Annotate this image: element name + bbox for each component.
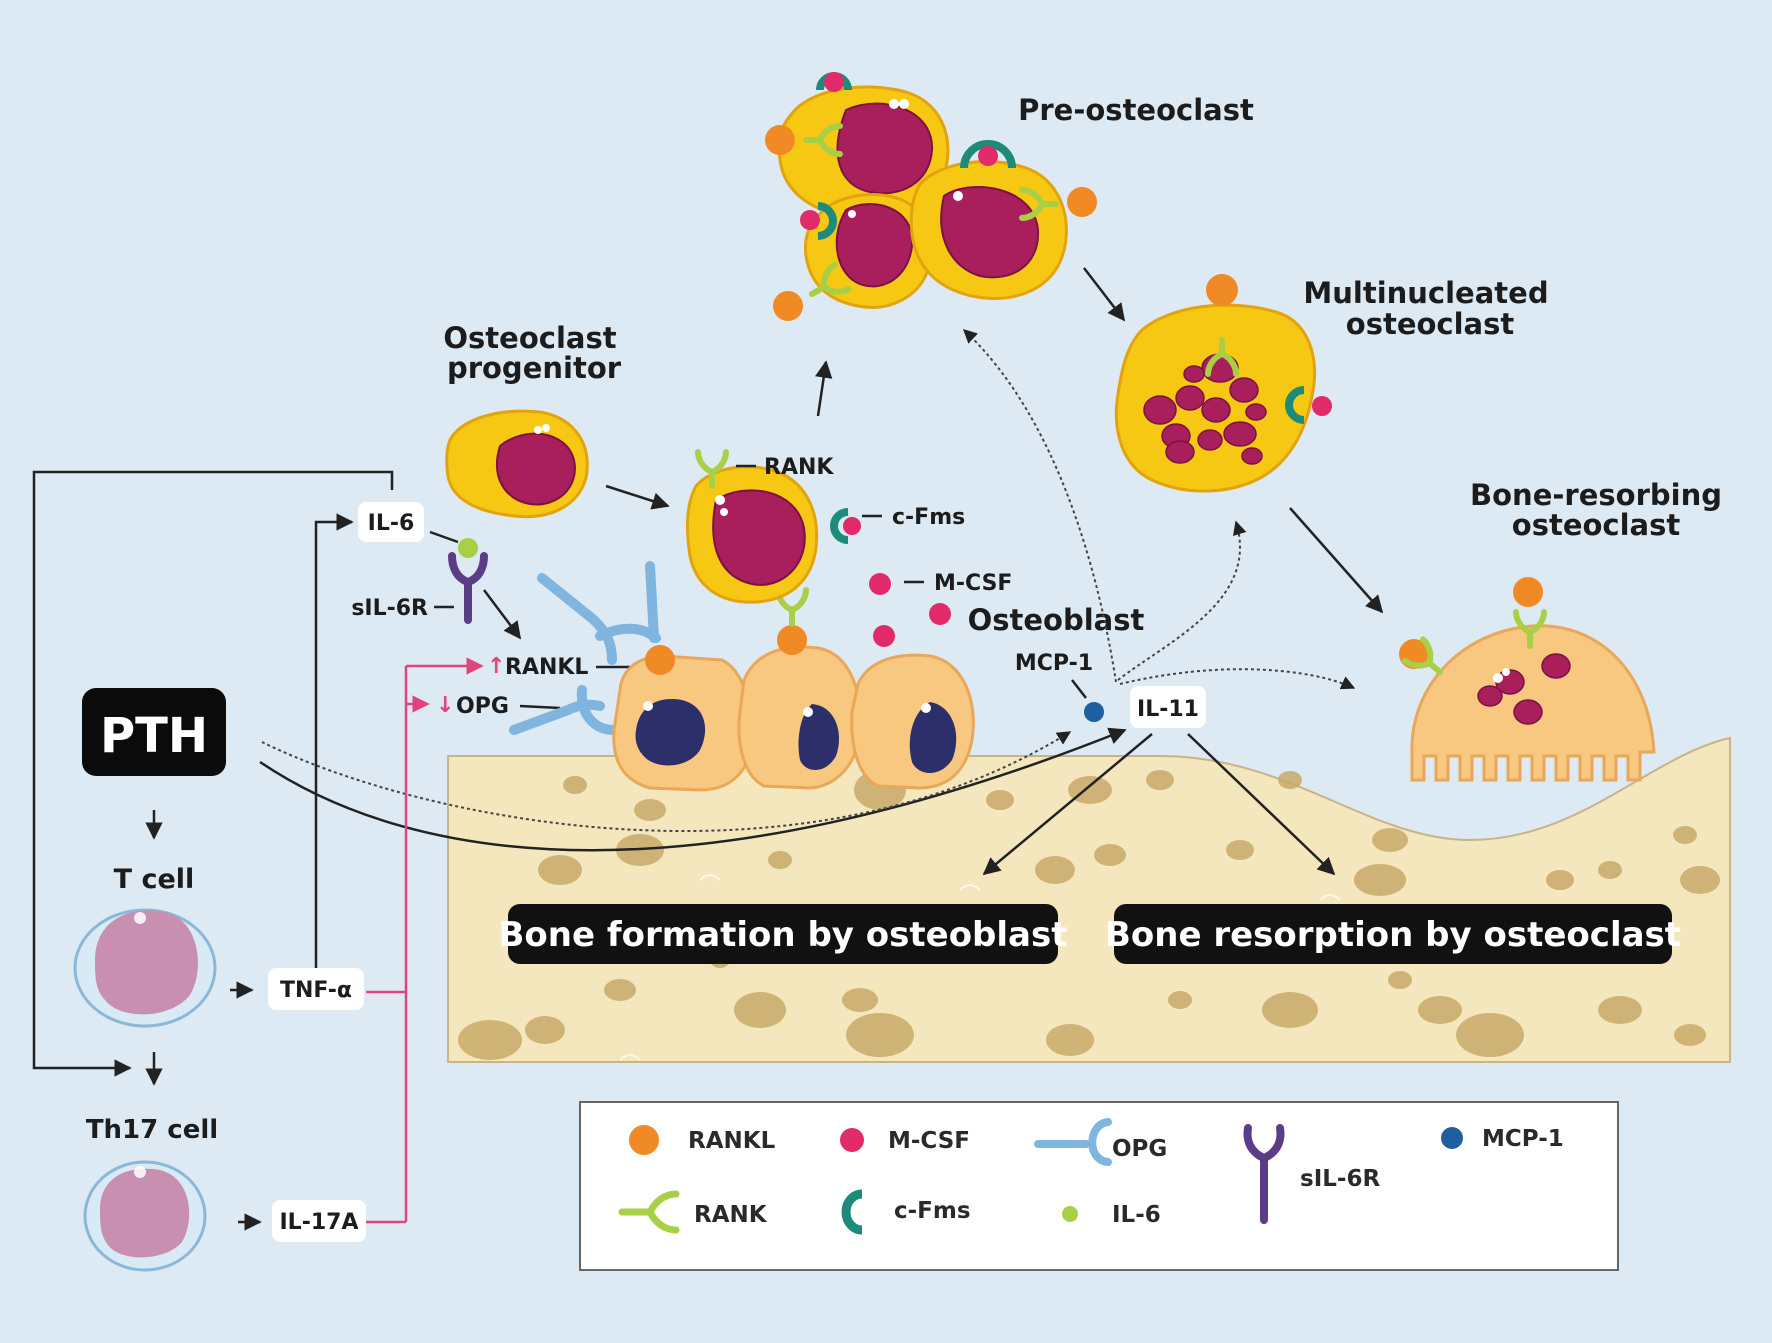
legend-mcsf-icon (840, 1128, 864, 1152)
il6-text: IL-6 (368, 511, 415, 536)
legend-rank-text: RANK (694, 1202, 768, 1228)
pre-to-multi-arrow (1083, 267, 1126, 322)
rankl-dot-osteoblast-1 (645, 645, 675, 675)
sil6r-receptor (448, 538, 488, 624)
opg-receptors (509, 561, 661, 735)
rank-label: RANK (764, 455, 834, 480)
legend-il6-text: IL-6 (1112, 1202, 1161, 1228)
mcsf-dot-3 (873, 625, 895, 647)
t-cell (73, 908, 217, 1028)
legend-sil6r-icon (1243, 1124, 1285, 1224)
dotted-recruitment-arrows (962, 329, 1356, 690)
pth-text: PTH (100, 708, 208, 764)
mcsf-dot-2 (929, 603, 951, 625)
bone-resorption-text: Bone resorption by osteoclast (1105, 915, 1681, 955)
legend-mcp1-text: MCP-1 (1482, 1126, 1564, 1152)
mcp1-dot (1084, 702, 1104, 722)
il11-box: IL-11 (1130, 686, 1206, 728)
multi-to-resorbing-arrow (1289, 507, 1384, 614)
legend-rankl-text: RANKL (688, 1128, 776, 1154)
th17-cell-label: Th17 cell (86, 1115, 218, 1145)
pink-signal-lines (366, 657, 484, 1224)
multinucleated-osteoclast (1114, 274, 1332, 493)
legend-cfms-icon (841, 1189, 863, 1235)
opg-tick (519, 704, 561, 710)
opg-label: OPG (456, 694, 509, 719)
committed-to-pre-arrow (815, 360, 833, 417)
progenitor-label-1: Osteoclast (443, 321, 616, 355)
mcsf-label: M-CSF (934, 571, 1012, 596)
bone-formation-text: Bone formation by osteoblast (498, 915, 1067, 955)
progenitor-to-committed-arrow (605, 484, 670, 510)
rankl-label: RANKL (505, 655, 588, 680)
il17a-box: IL-17A (272, 1200, 366, 1242)
pth-box: PTH (82, 688, 226, 776)
legend-il6-icon (1062, 1206, 1078, 1222)
th17-cell (83, 1160, 207, 1272)
mcp1-label: MCP-1 (1015, 651, 1093, 676)
opg-down-arrow: ↓ (436, 693, 454, 718)
il11-text: IL-11 (1137, 697, 1199, 722)
il6-feedback-arrow (32, 470, 394, 1077)
pre-osteoclast-label: Pre-osteoclast (1018, 93, 1254, 127)
tnf-text: TNF-α (280, 978, 352, 1003)
osteoblast-label: Osteoblast (968, 603, 1145, 637)
il17a-text: IL-17A (280, 1210, 359, 1235)
tnf-box: TNF-α (268, 968, 364, 1010)
bone-resorbing-label-2: osteoclast (1512, 508, 1681, 542)
legend-rank-icon (618, 1190, 680, 1234)
legend-opg-text: OPG (1112, 1136, 1167, 1162)
bone-resorption-label: Bone resorption by osteoclast (1105, 904, 1681, 964)
multinucleated-label-1: Multinucleated (1303, 276, 1548, 310)
pth-dotted-arrow (261, 731, 1072, 833)
multinucleated-label-2: osteoclast (1346, 307, 1515, 341)
bone-formation-label: Bone formation by osteoblast (498, 904, 1068, 964)
legend-sil6r-text: sIL-6R (1300, 1166, 1380, 1192)
mcp1-tick (1071, 679, 1087, 699)
rankl-up-arrow: ↑ (487, 654, 505, 679)
progenitor-label-2: progenitor (447, 351, 622, 385)
il11-to-resorption-arrow (1187, 733, 1336, 876)
bone-matrix (447, 736, 1731, 1063)
pre-osteoclast-cluster (765, 72, 1097, 321)
sil6r-label: sIL-6R (351, 596, 428, 621)
il6-box: IL-6 (358, 502, 424, 542)
pth-to-il11-arrow (259, 727, 1127, 852)
il6-to-sil6r-line (429, 530, 459, 544)
rankl-dot-osteoblast-2 (777, 625, 807, 655)
bone-resorbing-osteoclast (1399, 577, 1656, 782)
legend-opg-icon (1034, 1118, 1112, 1166)
bone-resorbing-label-1: Bone-resorbing (1470, 478, 1722, 512)
legend-mcsf-text: M-CSF (888, 1128, 970, 1154)
legend-mcp1-icon (1441, 1127, 1463, 1149)
mcsf-dot-1 (869, 573, 891, 595)
cfms-label: c-Fms (892, 505, 965, 530)
il11-to-formation-arrow (982, 733, 1153, 876)
osteoclast-progenitor-cell (445, 409, 589, 519)
sil6r-to-rankl-arrow (483, 589, 522, 640)
osteoblast-cells (612, 645, 975, 792)
legend-rankl-icon (629, 1125, 659, 1155)
legend-cfms-text: c-Fms (894, 1198, 971, 1224)
committed-osteoclast-cell (686, 452, 861, 604)
tnf-to-il6-arrow (314, 513, 354, 968)
t-cell-label: T cell (114, 864, 195, 895)
legend: RANKL M-CSF OPG sIL-6R MCP-1 RANK c-Fms … (579, 1101, 1619, 1271)
